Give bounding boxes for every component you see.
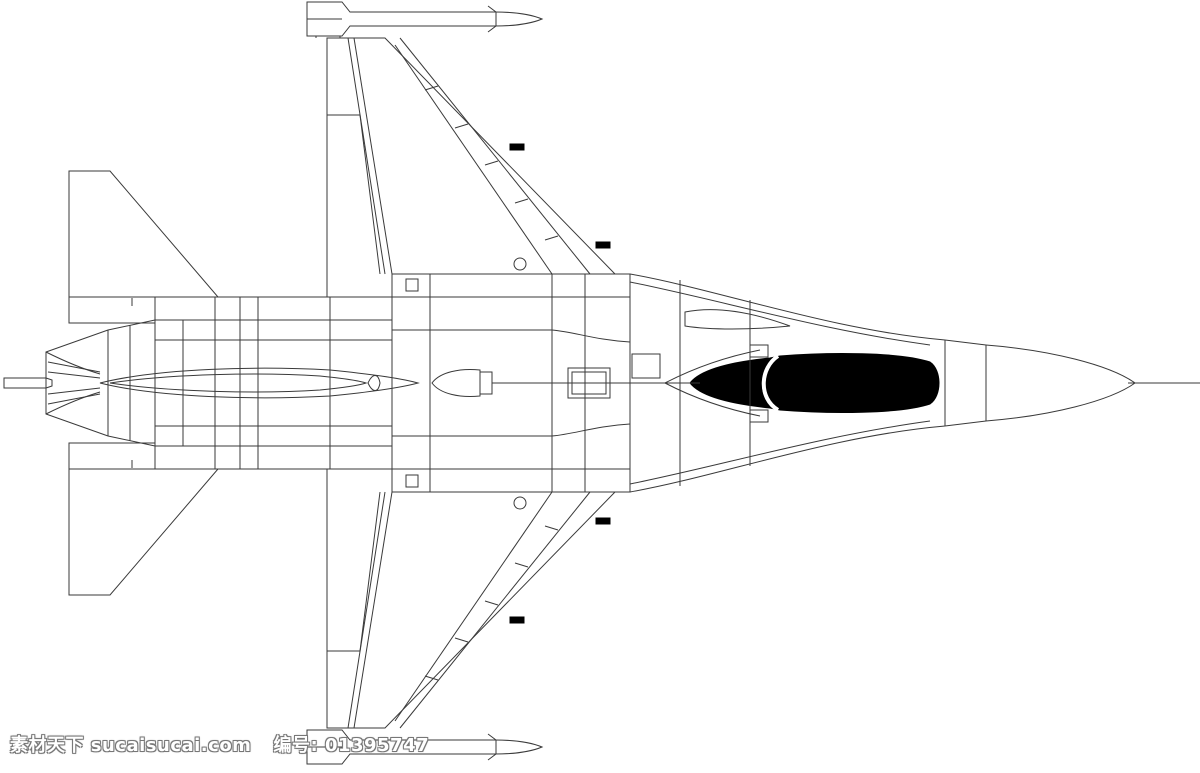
canopy bbox=[689, 344, 940, 423]
watermark-id-label: 编号: bbox=[273, 735, 319, 756]
forward-fuselage bbox=[629, 273, 946, 493]
horizontal-stabilizer-bottom bbox=[68, 442, 220, 596]
watermark-site-url: sucaisucai.com bbox=[90, 735, 252, 756]
watermark-site-label: 素材天下 bbox=[10, 735, 84, 756]
watermark: 素材天下 sucaisucai.com 编号: 01395747 bbox=[10, 733, 429, 759]
wing-top bbox=[326, 37, 617, 298]
horizontal-stabilizer-top bbox=[68, 170, 220, 324]
wing-bottom bbox=[326, 468, 617, 729]
center-fuselage bbox=[391, 257, 751, 510]
wingtip-missile-bottom bbox=[306, 729, 544, 765]
rear-fuselage bbox=[99, 296, 420, 470]
wingtip-missile-top bbox=[306, 1, 544, 38]
watermark-id-value: 01395747 bbox=[324, 735, 430, 756]
nose-cone bbox=[944, 339, 1200, 427]
engine-nozzle bbox=[3, 319, 156, 447]
